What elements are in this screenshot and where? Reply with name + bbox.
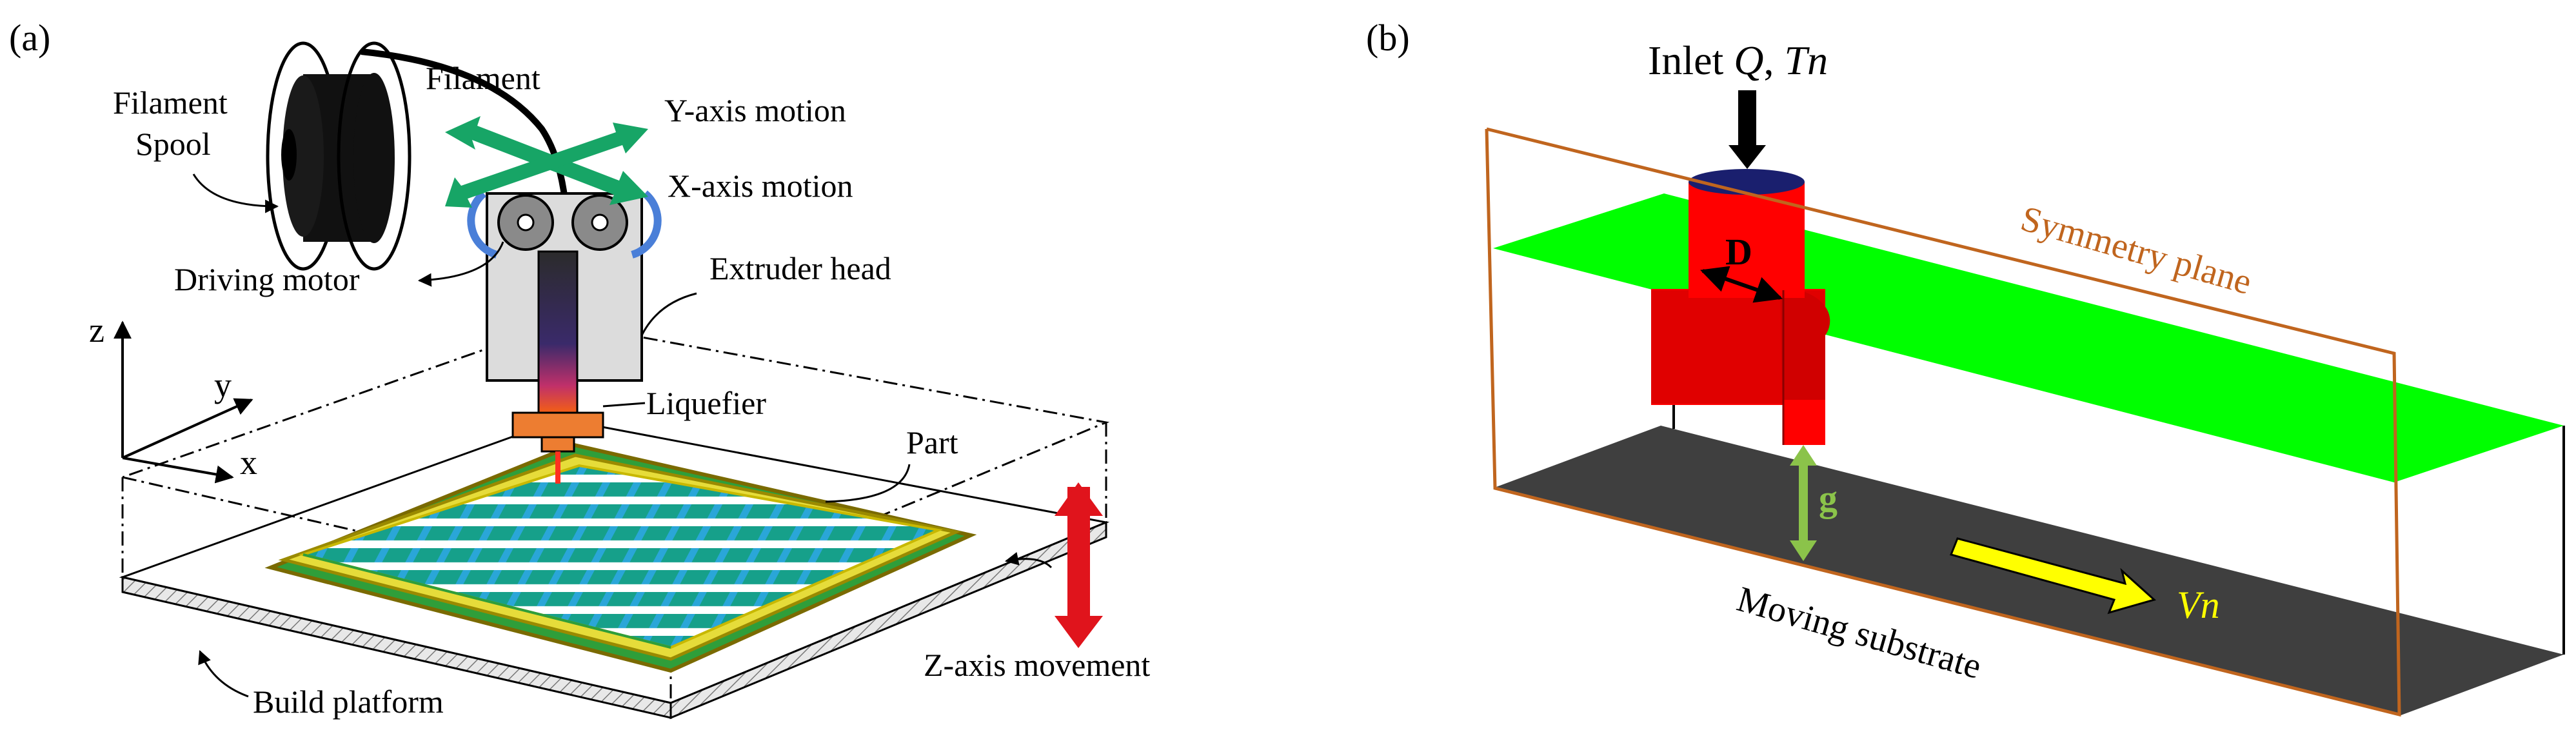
label-build-platform: Build platform bbox=[253, 684, 444, 720]
printed-part bbox=[264, 442, 977, 673]
label-symmetry-plane: Symmetry plane bbox=[2016, 199, 2255, 302]
inlet-arrow bbox=[1729, 90, 1766, 169]
label-y-axis-motion: Y-axis motion bbox=[664, 92, 846, 128]
z-axis-movement-arrow bbox=[1055, 482, 1103, 648]
axis-z-label: z bbox=[89, 311, 104, 350]
label-diameter: D bbox=[1725, 231, 1752, 273]
panel-a: (a) z y x bbox=[9, 17, 1150, 720]
filament-spool bbox=[266, 41, 411, 271]
gap-arrow bbox=[1790, 445, 1817, 561]
driving-motor bbox=[467, 190, 662, 259]
label-part: Part bbox=[906, 424, 958, 460]
coordinate-axes bbox=[114, 321, 253, 484]
panel-b: (b) bbox=[1366, 17, 2565, 717]
xy-motion-arrows bbox=[445, 116, 648, 208]
panel-a-leaders bbox=[192, 173, 1053, 698]
label-driving-motor: Driving motor bbox=[174, 261, 360, 297]
panel-a-tag: (a) bbox=[9, 17, 50, 59]
label-filament-spool-2: Spool bbox=[135, 126, 211, 162]
domain-outline bbox=[1485, 127, 2401, 717]
label-liquefier: Liquefier bbox=[646, 385, 766, 421]
panel-b-tag: (b) bbox=[1366, 17, 1410, 59]
diameter-arrow bbox=[1700, 266, 1783, 303]
velocity-arrow bbox=[1949, 537, 2157, 615]
label-inlet: Inlet Q, Tn bbox=[1648, 37, 1828, 83]
label-x-axis-motion: X-axis motion bbox=[668, 168, 853, 204]
label-filament-spool-1: Filament bbox=[113, 84, 228, 121]
label-extruder-head: Extruder head bbox=[709, 250, 891, 286]
label-filament: Filament bbox=[426, 60, 540, 96]
label-z-axis-movement: Z-axis movement bbox=[924, 647, 1150, 683]
axis-x-label: x bbox=[240, 443, 257, 482]
axis-y-label: y bbox=[214, 366, 232, 404]
label-gap: g bbox=[1819, 477, 1838, 519]
label-velocity: Vn bbox=[2177, 584, 2220, 626]
